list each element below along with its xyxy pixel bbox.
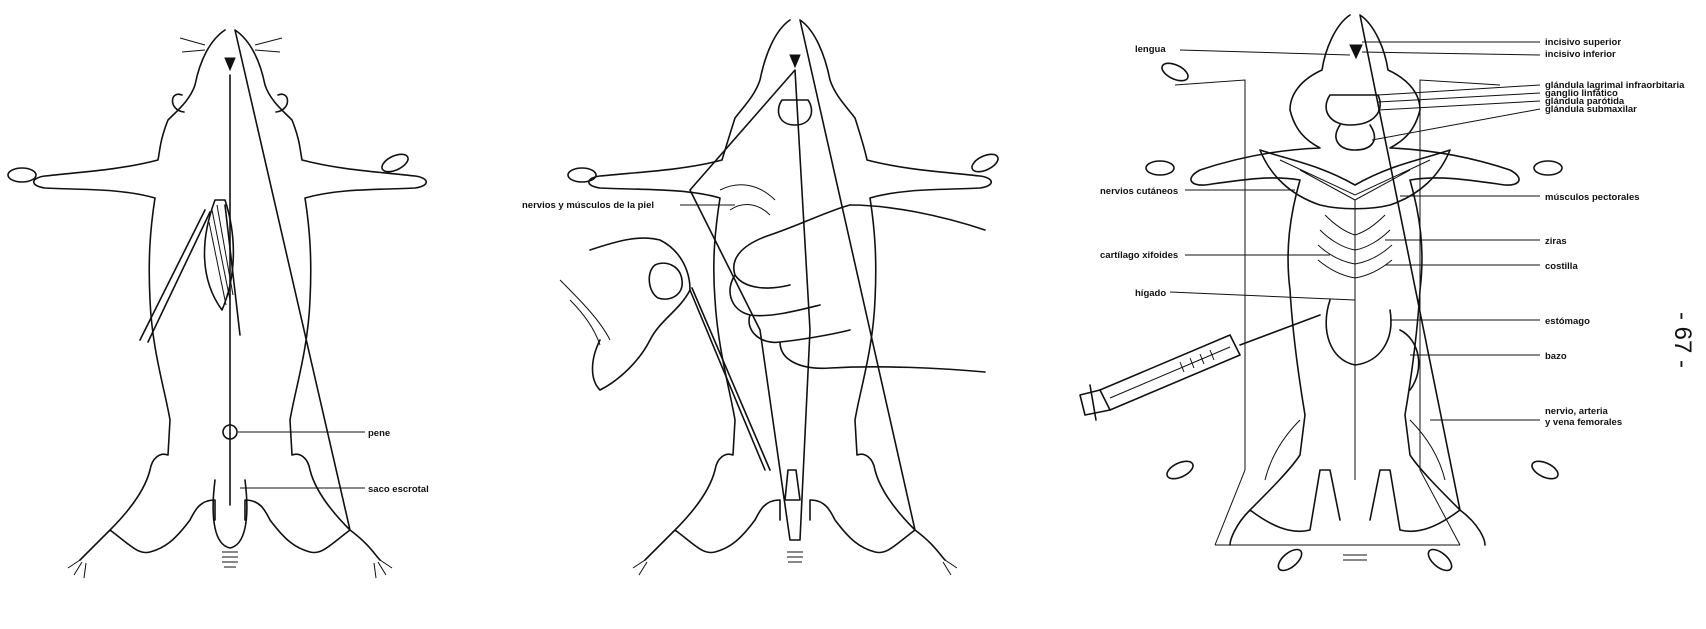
figure-1-rat-ventral-incision: pene saco escrotal <box>8 30 429 578</box>
label-musculos-pectorales: músculos pectorales <box>1545 192 1640 203</box>
syringe-icon <box>1080 315 1320 420</box>
label-glandula-submaxilar: glándula submaxilar <box>1545 104 1637 115</box>
pin-icon <box>969 151 1000 176</box>
pin-icon <box>1146 161 1174 175</box>
thumbnail-icon <box>649 263 682 299</box>
label-costilla: costilla <box>1545 261 1578 272</box>
page-number: - 67 - <box>1669 312 1696 368</box>
figure-3-internal-organs: lengua incisivo superior incisivo inferi… <box>1080 15 1685 574</box>
label-pene: pene <box>368 428 390 439</box>
label-saco-escrotal: saco escrotal <box>368 484 429 495</box>
pin-icon <box>1164 458 1195 483</box>
clamp-icon <box>785 470 800 500</box>
label-lengua: lengua <box>1135 44 1166 55</box>
label-nervios-musculos-piel: nervios y músculos de la piel <box>522 200 654 211</box>
label-nervios-cutaneos: nervios cutáneos <box>1100 186 1178 197</box>
label-estomago: estómago <box>1545 316 1590 327</box>
pin-icon <box>1425 546 1455 575</box>
label-bazo: bazo <box>1545 351 1567 362</box>
pin-icon <box>8 168 36 182</box>
label-nervio-arteria-1: nervio, arteria <box>1545 406 1609 417</box>
figure-2-rat-outline <box>589 20 992 560</box>
label-cartilago-xifoides: cartílago xifoides <box>1100 250 1178 261</box>
figure-2-skin-reflection: nervios y músculos de la piel <box>522 20 1001 575</box>
left-hand <box>560 238 690 390</box>
label-incisivo-superior: incisivo superior <box>1545 37 1621 48</box>
label-ziras: ziras <box>1545 236 1567 247</box>
pin-icon <box>568 168 596 182</box>
pin-icon <box>1529 458 1560 483</box>
label-incisivo-inferior: incisivo inferior <box>1545 49 1616 60</box>
right-hand <box>730 205 985 372</box>
scalpel-icon <box>140 200 240 342</box>
pin-icon <box>1159 60 1190 85</box>
label-nervio-arteria-2: y vena femorales <box>1545 417 1622 428</box>
label-higado: hígado <box>1135 288 1166 299</box>
pin-icon <box>1534 161 1562 175</box>
pin-icon <box>1275 546 1305 575</box>
pin-icon <box>379 151 410 176</box>
